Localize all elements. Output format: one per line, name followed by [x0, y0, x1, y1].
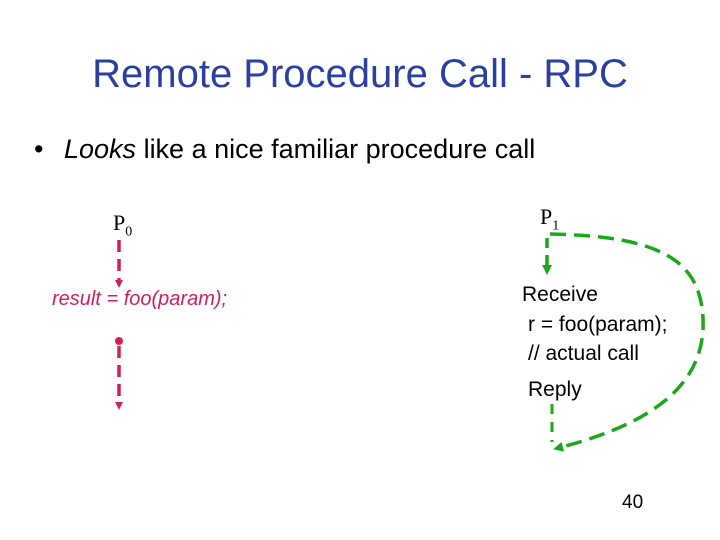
process-p0-label: P0 — [113, 210, 132, 240]
slide-title: Remote Procedure Call - RPC — [92, 52, 628, 96]
reply-label: Reply — [528, 378, 582, 401]
bullet-item: • Looks like a nice familiar procedure ca… — [34, 134, 535, 165]
bullet-emphasis: Looks — [64, 134, 137, 164]
process-p1-label: P1 — [540, 204, 559, 234]
remote-call-code: r = foo(param); — [528, 313, 668, 336]
receive-label: Receive — [522, 283, 598, 306]
bullet-dot-icon: • — [34, 134, 44, 164]
actual-call-comment: // actual call — [528, 342, 639, 365]
page-number: 40 — [622, 492, 644, 513]
p1-base: P — [540, 204, 553, 229]
p0-base: P — [113, 210, 126, 235]
caller-resume-dot — [115, 337, 123, 345]
bullet-text: like a nice familiar procedure call — [136, 134, 536, 164]
receiver-loop-arrow — [549, 232, 705, 452]
caller-code: result = foo(param); — [52, 288, 228, 310]
p1-subscript: 1 — [552, 218, 560, 234]
p0-subscript: 0 — [125, 224, 133, 240]
